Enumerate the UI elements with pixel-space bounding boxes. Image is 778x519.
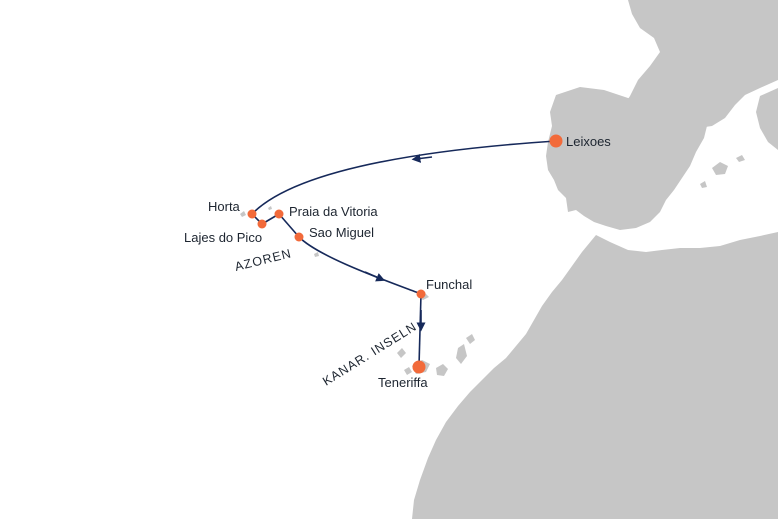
land-layer: [240, 0, 778, 519]
route-leg-praia-saomiguel: [278, 213, 300, 238]
route-leg-leixoes-horta: [251, 140, 557, 215]
land-africa: [412, 232, 778, 519]
port-marker-saomiguel[interactable]: [294, 232, 304, 242]
land-gomera: [404, 367, 412, 375]
land-azores-graciosa: [268, 206, 272, 210]
land-iberia: [546, 87, 708, 230]
port-marker-leixoes[interactable]: [549, 134, 563, 148]
route-leg-saomiguel-funchal: [298, 236, 422, 295]
land-fuerteventura: [456, 344, 467, 364]
port-marker-teneriffa[interactable]: [412, 360, 426, 374]
port-label-leixoes: Leixoes: [566, 134, 611, 149]
land-la-palma: [397, 348, 406, 358]
port-label-teneriffa: Teneriffa: [378, 375, 428, 390]
port-marker-horta[interactable]: [247, 209, 257, 219]
port-label-saomiguel: Sao Miguel: [309, 225, 374, 240]
route-arrow-2: [364, 271, 386, 282]
port-label-praia: Praia da Vitoria: [289, 204, 378, 219]
port-labels: Leixoes Horta Lajes do Pico Praia da Vit…: [184, 134, 611, 390]
route-leg-funchal-teneriffa: [418, 293, 422, 367]
port-marker-lajes[interactable]: [257, 219, 267, 229]
land-gran-canaria: [436, 364, 448, 376]
port-marker-praia[interactable]: [274, 209, 284, 219]
land-azores-santa-maria: [314, 252, 319, 257]
port-marker-funchal[interactable]: [416, 289, 426, 299]
port-label-funchal: Funchal: [426, 277, 472, 292]
port-label-lajes: Lajes do Pico: [184, 230, 262, 245]
land-mallorca: [712, 162, 728, 175]
port-markers: [247, 134, 563, 374]
region-labels: AZOREN KANAR. INSELN: [233, 246, 419, 388]
land-ibiza: [700, 181, 707, 188]
land-lanzarote: [466, 334, 475, 344]
land-menorca: [736, 155, 745, 162]
land-france: [622, 0, 778, 138]
route-layer: [251, 140, 557, 367]
route-arrow-1: [411, 153, 433, 163]
region-label-azoren: AZOREN: [233, 246, 293, 274]
land-italy-edge: [756, 88, 778, 150]
land-azores-west: [240, 211, 246, 217]
port-label-horta: Horta: [208, 199, 241, 214]
